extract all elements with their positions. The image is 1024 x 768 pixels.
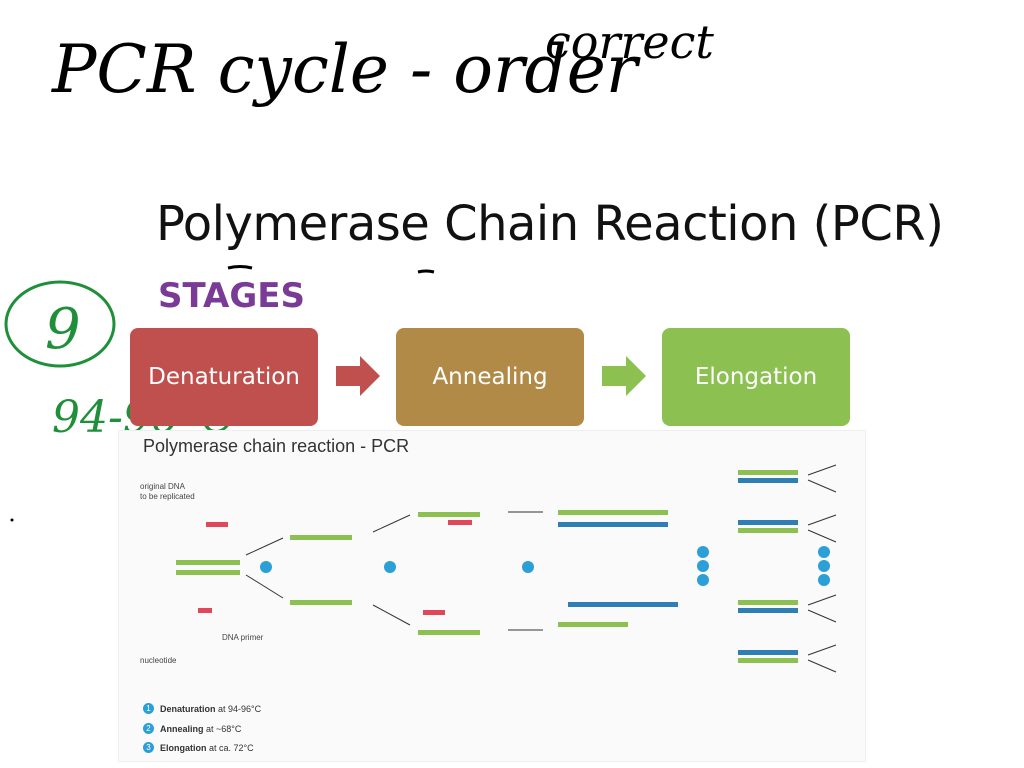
stage-label: Annealing [432,364,548,390]
step-badge [697,546,709,558]
legend-detail: at 94-96°C [218,704,262,714]
step-badge [260,561,272,573]
underline-mark [417,269,435,274]
step-number-badge: 1 [143,703,154,714]
dna-copy [738,520,798,525]
label-to-be-replicated: to be replicated [140,492,195,501]
dna-primer [448,520,472,525]
dna-strand [176,570,240,575]
label-original-dna: original DNA [140,482,185,491]
dna-strand [558,622,628,627]
stage-elongation: Elongation [662,328,850,426]
legend-item-annealing: Annealing at ~68°C [160,724,241,734]
step-badge [818,560,830,572]
process-arrow [807,594,837,606]
process-arrow [245,574,284,599]
legend-item-elongation: Elongation at ca. 72°C [160,743,254,753]
dna-strand [418,630,480,635]
dna-primer [423,610,445,615]
process-arrow [807,644,837,656]
dna-copy [738,658,798,663]
dna-copy [738,600,798,605]
arrow-right-icon [336,356,380,396]
legend-detail: at ~68°C [206,724,242,734]
step-badge [818,546,830,558]
process-arrow [807,659,837,673]
pcr-diagram [118,430,866,762]
stage-denaturation: Denaturation [130,328,318,426]
dna-copy [738,528,798,533]
process-arrow [807,529,837,543]
dna-strand [418,512,480,517]
dna-copy [738,608,798,613]
dna-copy [738,650,798,655]
legend-detail: at ca. 72°C [209,743,254,753]
dna-copy [738,478,798,483]
dna-primer [206,522,228,527]
stage-label: Elongation [694,364,818,390]
label-dna-primer: DNA primer [222,633,264,642]
process-arrow [245,537,284,556]
process-arrow [807,609,837,623]
circled-number: 9 [45,297,81,362]
step-badge [697,574,709,586]
step-badge [697,560,709,572]
new-strand [568,602,678,607]
diagram-title: Polymerase chain reaction - PCR [143,436,410,456]
stage-annealing: Annealing [396,328,584,426]
legend-item-denaturation: Denaturation at 94-96°C [160,704,261,714]
dna-primer [198,608,212,613]
step-badge [522,561,534,573]
slide-title: Polymerase Chain Reaction (PCR) [156,196,944,252]
step-number-badge: 2 [143,723,154,734]
dna-strand [290,535,352,540]
process-arrow [807,514,837,526]
dna-strand [290,600,352,605]
pcr-illustration [176,464,837,673]
new-strand [558,522,668,527]
step-badge [384,561,396,573]
stages-heading: STAGES [158,276,305,316]
stray-dot [10,518,14,522]
handwritten-title: PCR cycle - order [51,31,641,108]
step-number-badge: 3 [143,742,154,753]
process-arrow [372,514,411,533]
legend-name: Annealing [160,724,204,734]
stage-label: Denaturation [148,364,300,390]
legend-name: Elongation [160,743,207,753]
process-arrow [807,479,837,493]
process-arrow [372,604,411,626]
process-arrow [807,464,837,476]
step-badge [818,574,830,586]
dna-copy [738,470,798,475]
handwritten-correct: correct [545,15,714,69]
label-nucleotide: nucleotide [140,656,177,665]
circle-annotation [4,280,116,368]
arrow-right-icon [602,356,646,396]
dna-strand [176,560,240,565]
underline-mark [227,265,253,270]
dna-strand [558,510,668,515]
legend-name: Denaturation [160,704,216,714]
